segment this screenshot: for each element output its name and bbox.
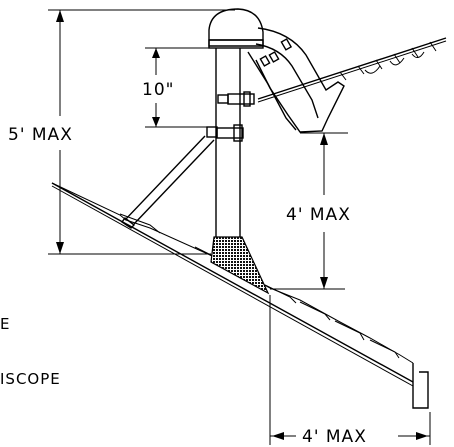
side-label-2: ISCOPE xyxy=(0,370,61,388)
side-label-1: E xyxy=(0,315,10,333)
strut-foot xyxy=(120,217,136,229)
dimension-roof-clearance xyxy=(270,132,348,290)
clamp-mid xyxy=(259,55,271,67)
support-strut xyxy=(120,135,215,229)
bracket-spacing-label: 10" xyxy=(142,80,174,100)
dimension-overall-height xyxy=(48,9,235,255)
dimension-horizontal-overhang xyxy=(269,295,431,445)
vent-pipe xyxy=(215,48,241,237)
roof-clearance-label: 4' MAX xyxy=(286,205,351,225)
dimension-bracket-spacing xyxy=(145,47,216,128)
antenna xyxy=(257,37,447,103)
overall-height-label: 5' MAX xyxy=(8,125,73,145)
fascia xyxy=(412,363,429,409)
clamp-mid-2 xyxy=(268,51,280,63)
periscope-body xyxy=(247,27,345,133)
upper-bracket xyxy=(217,91,255,107)
horizontal-overhang-label: 4' MAX xyxy=(302,427,367,447)
clamp-upper xyxy=(280,38,293,51)
roof-flashing xyxy=(210,236,270,295)
dome-cap xyxy=(208,8,264,49)
